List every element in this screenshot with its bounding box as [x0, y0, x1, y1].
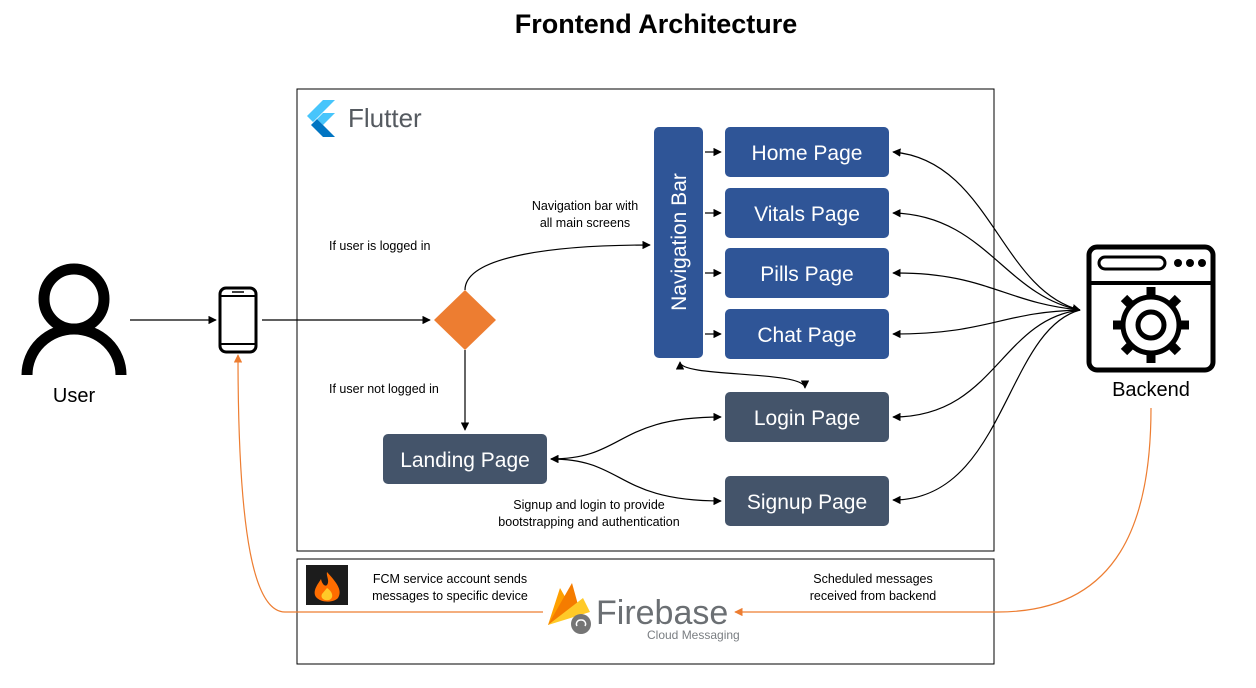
flutter-logo-icon — [307, 100, 335, 137]
backend-home-arrow — [892, 148, 1081, 313]
fcm-note-line1: FCM service account sends — [373, 572, 527, 586]
schedule-note-line2: received from backend — [810, 589, 937, 603]
not-logged-in-label: If user not logged in — [329, 382, 439, 396]
landing-page-label: Landing Page — [400, 449, 530, 472]
signup-page-box — [725, 476, 889, 526]
vitals-page-box — [725, 188, 889, 238]
login-decision-diamond — [434, 290, 496, 350]
chat-page-box — [725, 309, 889, 359]
phone-icon — [218, 286, 258, 354]
logged-in-label: If user is logged in — [329, 239, 430, 253]
fcm-service-icon — [306, 565, 348, 605]
landing-signup-arrow — [550, 454, 722, 506]
nav-bar-note-line2: all main screens — [540, 216, 630, 230]
backend-to-firebase-arrow — [734, 407, 1152, 617]
backend-pills-arrow — [892, 268, 1081, 311]
decision-to-navbar-arrow — [464, 240, 651, 291]
nav-bar-note-line1: Navigation bar with — [532, 199, 638, 213]
navigation-bar-label: Navigation Bar — [668, 173, 691, 311]
home-page-label: Home Page — [752, 142, 863, 165]
firebase-to-phone-arrow — [233, 354, 543, 613]
fcm-note-line2: messages to specific device — [372, 589, 528, 603]
signup-page-label: Signup Page — [747, 491, 867, 514]
auth-note-line2: bootstrapping and authentication — [498, 515, 679, 529]
firebase-label: Firebase — [596, 594, 728, 632]
landing-page-box — [383, 434, 547, 484]
schedule-note-line1: Scheduled messages — [813, 572, 933, 586]
landing-login-arrow — [550, 412, 722, 464]
user-label: User — [53, 385, 96, 407]
login-page-label: Login Page — [754, 407, 860, 430]
navbar-login-arrow — [675, 361, 810, 389]
vitals-page-label: Vitals Page — [754, 203, 860, 226]
backend-server-icon — [1086, 244, 1216, 373]
chat-page-label: Chat Page — [757, 324, 856, 347]
pills-page-label: Pills Page — [760, 263, 853, 286]
firebase-logo-icon — [548, 583, 591, 634]
login-page-box — [725, 392, 889, 442]
pills-page-box — [725, 248, 889, 298]
flutter-label: Flutter — [348, 103, 422, 133]
backend-label: Backend — [1112, 379, 1190, 401]
user-icon — [21, 263, 127, 376]
navigation-bar — [654, 127, 703, 358]
backend-signup-arrow — [892, 309, 1081, 505]
home-page-box — [725, 127, 889, 177]
backend-vitals-arrow — [892, 208, 1081, 311]
diagram-title: Frontend Architecture — [515, 9, 798, 39]
auth-note-line1: Signup and login to provide — [513, 498, 665, 512]
backend-chat-arrow — [892, 309, 1081, 339]
backend-login-arrow — [892, 309, 1081, 422]
firebase-sub-label: Cloud Messaging — [647, 628, 740, 642]
